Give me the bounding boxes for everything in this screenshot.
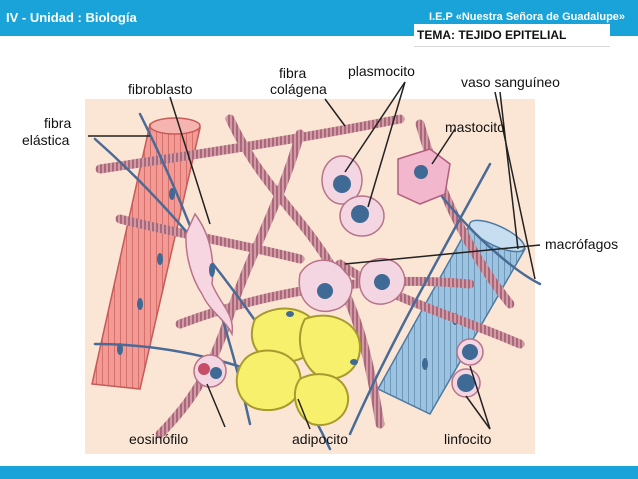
plasma-cell-1 [321, 155, 363, 205]
topic-box: TEMA: TEJIDO EPITELIAL [414, 24, 610, 47]
label-eosinofilo: eosinófilo [129, 431, 188, 447]
adipocytes [235, 307, 362, 427]
lymphocyte-1 [456, 338, 484, 366]
label-fibra-colagena-1: fibra [279, 65, 306, 81]
label-plasmocito: plasmocito [348, 63, 415, 79]
topic-title: TEMA: TEJIDO EPITELIAL [417, 28, 567, 42]
label-mastocito: mastocito [445, 119, 505, 135]
mast-cell [397, 148, 451, 205]
footer-bar [0, 466, 638, 479]
collagen-fibers [95, 114, 525, 439]
label-fibra-elastica-1: fibra [44, 115, 71, 131]
unit-title: IV - Unidad : Biología [6, 10, 137, 25]
macrophage-2 [358, 257, 406, 305]
label-linfocito: linfocito [444, 431, 492, 447]
header-bar: IV - Unidad : Biología I.E.P «Nuestra Se… [0, 0, 638, 36]
leader-lines [88, 81, 541, 430]
label-fibra-colagena-2: colágena [270, 81, 327, 97]
label-macrofagos: macrófagos [545, 236, 618, 252]
school-name: I.E.P «Nuestra Señora de Guadalupe» [429, 11, 626, 23]
plasma-cell-2 [339, 195, 385, 237]
connective-tissue-diagram: fibroblasto fibra colágena plasmocito va… [22, 63, 618, 454]
label-fibroblasto: fibroblasto [128, 81, 193, 97]
label-adipocito: adipocito [292, 431, 348, 447]
macrophage-1 [298, 259, 353, 313]
fibroblast [185, 212, 234, 337]
label-vaso-sanguineo: vaso sanguíneo [461, 74, 560, 90]
eosinophil [193, 354, 227, 388]
label-fibra-elastica-2: elástica [22, 132, 70, 148]
red-vessel [91, 117, 201, 390]
